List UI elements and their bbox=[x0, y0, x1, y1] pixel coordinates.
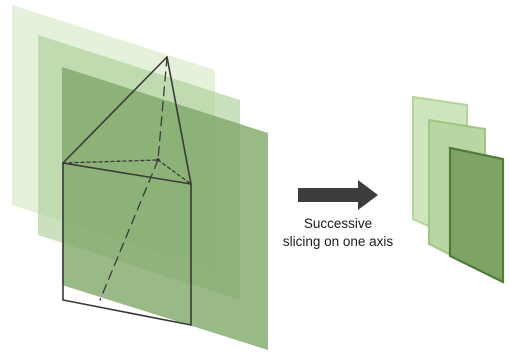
top-edge-front bbox=[62, 162, 192, 185]
bottom-edge-front bbox=[62, 299, 192, 326]
pyramid-edge-hidden bbox=[157, 56, 168, 161]
result-slices bbox=[412, 95, 505, 284]
slice-plane-front bbox=[62, 67, 268, 350]
result-slice-3 bbox=[448, 146, 505, 284]
caption-line-2: slicing on one axis bbox=[283, 234, 394, 249]
top-edge-hidden-right bbox=[157, 159, 192, 185]
arrow-shape bbox=[298, 180, 378, 210]
slice-stack-left bbox=[12, 5, 268, 350]
top-edge-hidden-left bbox=[62, 159, 159, 164]
caption: Successive slicing on one axis bbox=[283, 216, 394, 249]
right-arrow-icon bbox=[298, 180, 378, 210]
vertical-edge-hidden bbox=[99, 159, 159, 301]
caption-line-1: Successive bbox=[304, 216, 372, 231]
prism-wireframe bbox=[62, 56, 192, 326]
pyramid-edge-left bbox=[62, 56, 168, 164]
pyramid-edge-right bbox=[166, 56, 192, 185]
